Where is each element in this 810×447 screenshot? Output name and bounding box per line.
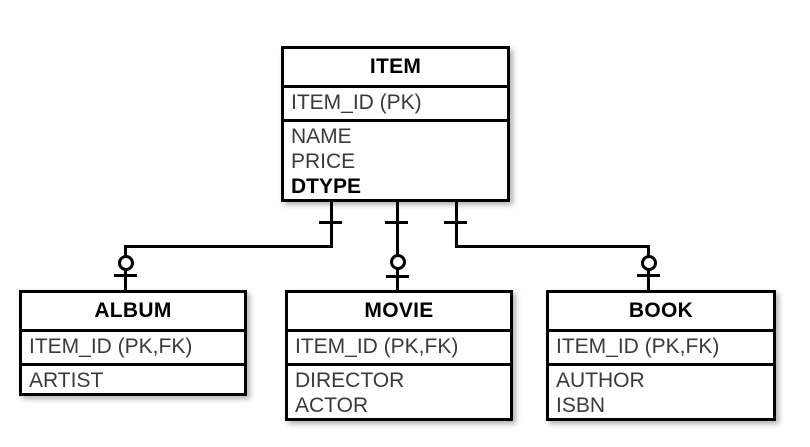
entity-album-attribute-artist: ARTIST — [29, 369, 104, 392]
entity-item-key-group: ITEM_ID (PK) — [284, 88, 507, 119]
entity-book-key-group: ITEM_ID (PK,FK) — [549, 332, 773, 363]
entity-album-divider-2 — [22, 363, 244, 366]
entity-item-attribute-price: PRICE — [291, 150, 356, 173]
relationship-item-book-cardinality-zero-book-side — [641, 255, 657, 271]
entity-album-title: ALBUM — [94, 299, 172, 322]
entity-book-key-attribute: ITEM_ID (PK,FK) — [556, 335, 720, 358]
relationship-item-book-cardinality-one-item-side — [444, 221, 467, 224]
entity-movie-divider-1 — [288, 329, 510, 332]
entity-item-attribute-dtype: DTYPE — [291, 175, 362, 198]
entity-movie-key-attribute: ITEM_ID (PK,FK) — [295, 335, 459, 358]
relationship-item-movie-segment-vertical — [396, 199, 399, 290]
entity-movie-attribute-group: DIRECTOR ACTOR — [288, 366, 510, 422]
relationship-item-movie-cardinality-one-item-side — [385, 221, 408, 224]
entity-movie-attribute-actor: ACTOR — [295, 394, 369, 417]
relationship-item-album-cardinality-one-item-side — [319, 221, 342, 224]
entity-book-attribute-author: AUTHOR — [556, 369, 645, 392]
entity-album-attribute-group: ARTIST — [22, 366, 244, 397]
entity-movie-key-group: ITEM_ID (PK,FK) — [288, 332, 510, 363]
entity-album-key-attribute: ITEM_ID (PK,FK) — [29, 335, 193, 358]
entity-book-attribute-isbn: ISBN — [556, 394, 606, 417]
relationship-item-book-cardinality-one-book-side — [637, 274, 660, 277]
entity-album[interactable]: ALBUM ITEM_ID (PK,FK) ARTIST — [19, 290, 247, 396]
relationship-item-movie-cardinality-one-movie-side — [386, 275, 409, 278]
entity-book-divider-2 — [549, 363, 773, 366]
entity-album-divider-1 — [22, 329, 244, 332]
relationship-item-movie-cardinality-zero-movie-side — [390, 254, 406, 270]
entity-item-title: ITEM — [369, 55, 422, 78]
entity-book-attribute-group: AUTHOR ISBN — [549, 366, 773, 422]
entity-movie-divider-2 — [288, 363, 510, 366]
entity-item-attribute-name: NAME — [291, 125, 352, 148]
relationship-item-book-segment-horizontal — [455, 245, 650, 248]
entity-movie-title: MOVIE — [364, 299, 434, 322]
entity-item-key-attribute: ITEM_ID (PK) — [291, 91, 422, 114]
relationship-item-album-cardinality-one-album-side — [114, 274, 137, 277]
entity-movie[interactable]: MOVIE ITEM_ID (PK,FK) DIRECTOR ACTOR — [285, 290, 513, 421]
entity-book-divider-1 — [549, 329, 773, 332]
entity-movie-attribute-director: DIRECTOR — [295, 369, 405, 392]
entity-album-key-group: ITEM_ID (PK,FK) — [22, 332, 244, 363]
entity-book[interactable]: BOOK ITEM_ID (PK,FK) AUTHOR ISBN — [546, 290, 776, 421]
entity-item[interactable]: ITEM ITEM_ID (PK) NAME PRICE DTYPE — [281, 46, 510, 202]
entity-item-divider-1 — [284, 85, 507, 88]
relationship-item-album-segment-horizontal — [124, 245, 333, 248]
relationship-item-album-cardinality-zero-album-side — [118, 255, 134, 271]
entity-item-divider-2 — [284, 119, 507, 122]
entity-item-attribute-group: NAME PRICE DTYPE — [284, 122, 507, 203]
entity-book-title: BOOK — [628, 299, 694, 322]
